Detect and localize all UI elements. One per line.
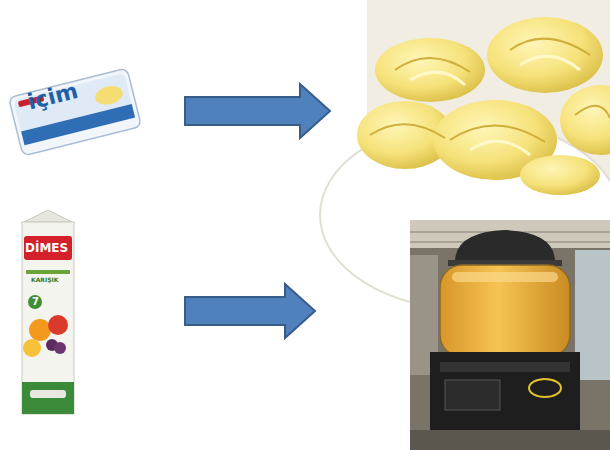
block-arrow bbox=[185, 84, 330, 138]
floor bbox=[410, 430, 610, 450]
juice-barrel bbox=[440, 265, 570, 357]
control-panel bbox=[445, 380, 500, 410]
brand-logo: içim bbox=[25, 80, 80, 114]
highlight-oval bbox=[529, 379, 561, 397]
carton-base-band bbox=[22, 382, 74, 414]
carton-body bbox=[22, 222, 74, 414]
butter-curl bbox=[520, 155, 600, 195]
dispenser-lid bbox=[455, 230, 555, 262]
dispenser-base bbox=[430, 352, 580, 430]
volume-tag bbox=[30, 390, 66, 398]
badge-number: 7 bbox=[32, 297, 39, 307]
butter-picture bbox=[93, 83, 125, 107]
butter-pack bbox=[9, 68, 142, 156]
brand-logo: DİMES bbox=[25, 242, 68, 254]
juice-carton bbox=[22, 210, 74, 414]
pack-lid bbox=[13, 73, 135, 145]
juice-surface bbox=[452, 272, 558, 282]
flavour-text: KARIŞIK bbox=[31, 277, 58, 283]
photo-background bbox=[410, 220, 610, 450]
dispenser-photo bbox=[410, 220, 610, 450]
peach-fruit bbox=[23, 339, 41, 357]
red-fruit bbox=[48, 315, 68, 335]
curl-ridge bbox=[370, 39, 610, 142]
grape bbox=[54, 342, 66, 354]
butter-curl bbox=[560, 85, 610, 155]
pack-tray bbox=[9, 68, 142, 156]
block-arrow bbox=[185, 284, 315, 338]
label-stripe bbox=[26, 270, 70, 274]
drip-tray bbox=[440, 362, 570, 372]
curl-highlight bbox=[410, 56, 580, 155]
carton-top bbox=[24, 210, 72, 222]
number-badge bbox=[28, 295, 42, 309]
orange-fruit bbox=[29, 319, 51, 341]
logo-band bbox=[24, 236, 72, 260]
window bbox=[575, 250, 610, 380]
